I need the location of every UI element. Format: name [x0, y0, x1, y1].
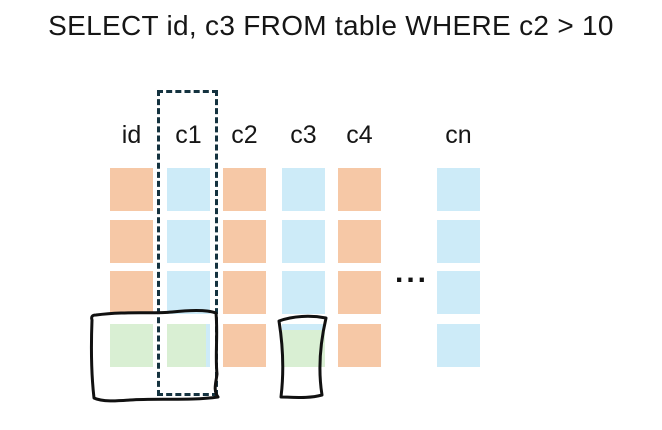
cell-id-row3 — [110, 271, 153, 314]
cell-c3-row3 — [282, 271, 325, 314]
cell-cn-row4 — [437, 324, 480, 367]
column-header-c2: c2 — [231, 121, 258, 149]
cell-c4-row2 — [338, 220, 381, 263]
cell-cn-row3 — [437, 271, 480, 314]
ellipsis: ... — [394, 256, 430, 289]
column-header-c1: c1 — [175, 121, 202, 149]
cell-id-row2 — [110, 220, 153, 263]
column-header-c4: c4 — [346, 121, 373, 149]
green-highlight — [282, 330, 325, 367]
cell-c2-row4 — [223, 324, 266, 367]
cell-c4-row3 — [338, 271, 381, 314]
cell-c4-row4 — [338, 324, 381, 367]
cell-c3-row2 — [282, 220, 325, 263]
green-highlight — [167, 324, 206, 367]
column-header-cn: cn — [445, 121, 472, 149]
cell-id-row4 — [110, 324, 153, 367]
cell-c1-row2 — [167, 220, 210, 263]
cell-c3-row4 — [282, 324, 325, 367]
cell-c2-row3 — [223, 271, 266, 314]
cell-id-row1 — [110, 168, 153, 211]
column-header-c3: c3 — [290, 121, 317, 149]
cell-c1-row1 — [167, 168, 210, 211]
cell-c4-row1 — [338, 168, 381, 211]
cell-cn-row2 — [437, 220, 480, 263]
cell-c1-row4 — [167, 324, 210, 367]
cell-c1-row3 — [167, 271, 210, 314]
column-header-id: id — [121, 121, 142, 149]
cell-c2-row2 — [223, 220, 266, 263]
cell-c3-row1 — [282, 168, 325, 211]
cell-c2-row1 — [223, 168, 266, 211]
cell-cn-row1 — [437, 168, 480, 211]
sql-query-title: SELECT id, c3 FROM table WHERE c2 > 10 — [48, 10, 614, 41]
